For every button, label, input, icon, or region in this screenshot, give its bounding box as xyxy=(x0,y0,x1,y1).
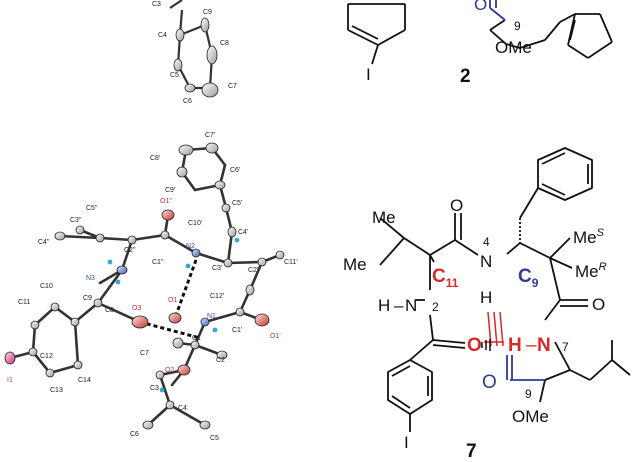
atom-label: N1 xyxy=(207,313,216,320)
o-right-amide: O xyxy=(592,295,605,314)
atom-label: C6 xyxy=(130,431,139,438)
n4-number: 4 xyxy=(483,235,490,249)
atom-label: C1 xyxy=(192,335,201,342)
atom-label: C7 xyxy=(140,350,149,357)
atom-label: C7 xyxy=(228,83,237,90)
atom-label: C4' xyxy=(238,229,248,236)
n7-number: 7 xyxy=(562,340,569,354)
n7: N xyxy=(537,335,551,356)
atom-label: C5 xyxy=(170,72,179,79)
atom-label: I1 xyxy=(7,377,13,384)
me-s: MeS xyxy=(573,227,605,247)
atom-label: C11 xyxy=(18,299,30,306)
atom-label: C6' xyxy=(230,167,240,174)
atom-label: C14 xyxy=(78,377,91,384)
h-n7: H xyxy=(508,335,522,356)
iodo-7: I xyxy=(404,433,409,452)
atom-label: C5" xyxy=(86,205,98,212)
atom-label: C8 xyxy=(105,307,114,314)
atom-label: C2" xyxy=(124,247,136,254)
atom-label: N3 xyxy=(86,275,95,282)
c9-main: C xyxy=(518,266,532,287)
ortep-top-labels: C3 C9 C4 C8 C5 C7 C6 xyxy=(152,1,237,105)
compound-7-blue-bonds xyxy=(506,355,545,381)
n4: N xyxy=(480,252,492,271)
o-top-amide: O xyxy=(450,196,463,215)
ortep-bottom-ellipsoids xyxy=(4,142,285,430)
c11-main: C xyxy=(432,266,446,287)
atom-label: C2' xyxy=(248,267,258,274)
ester-ome: OMe xyxy=(512,407,549,426)
ester-number: 9 xyxy=(525,387,532,401)
me-left: Me xyxy=(343,255,367,274)
o-ester: O xyxy=(482,372,497,393)
me-top: Me xyxy=(372,208,396,227)
o-benzoyl: O xyxy=(467,335,482,356)
atom-label: C10' xyxy=(188,220,202,227)
me-s-sup: S xyxy=(597,227,605,239)
c11-label: C11 xyxy=(432,266,459,290)
atom-label: C5' xyxy=(232,200,242,207)
atom-label: N2 xyxy=(186,243,195,250)
n2-number: 2 xyxy=(432,300,439,314)
atom-label: C3" xyxy=(70,217,82,224)
hydrogen-bond-lines xyxy=(139,259,201,340)
h-n2: H xyxy=(378,296,390,315)
atom-label: C2 xyxy=(216,357,225,364)
atom-label: C12 xyxy=(40,353,53,360)
compound-2-oxygen: O xyxy=(474,0,487,14)
compound-2-blue-bonds xyxy=(489,0,506,21)
atom-label: O1 xyxy=(168,297,177,304)
compound-2-number: 2 xyxy=(460,66,471,87)
atom-label: O1" xyxy=(160,198,172,205)
atom-label: C11' xyxy=(284,259,298,266)
me-r: MeR xyxy=(575,261,607,281)
compound-2-ring-number: 9 xyxy=(514,19,521,33)
atom-label: C4 xyxy=(158,32,167,39)
h-n4: H xyxy=(480,288,492,307)
compound-7-hydrogen-bonds xyxy=(484,311,504,347)
compound-7-bonds xyxy=(379,147,631,432)
atom-label: C1' xyxy=(232,327,242,334)
atom-label: C3 xyxy=(150,385,159,392)
ortep-top-ellipsoids xyxy=(173,17,219,98)
c11-sub: 11 xyxy=(446,276,459,290)
compound-7-hash-bond xyxy=(481,339,491,351)
c9-label: C9 xyxy=(518,266,539,290)
atom-label: C9 xyxy=(203,9,212,16)
atom-label: C4" xyxy=(38,239,50,246)
atom-label: C9' xyxy=(165,187,175,194)
atom-label: C12' xyxy=(210,293,224,300)
atom-label: C1" xyxy=(152,259,164,266)
atom-label: C6 xyxy=(183,98,192,105)
atom-label: C3 xyxy=(152,1,161,8)
atom-label: C7' xyxy=(205,132,215,139)
compound-2-bonds xyxy=(347,3,613,65)
atom-label: C8 xyxy=(220,40,229,47)
compound-2-iodo: I xyxy=(366,65,371,84)
atom-label: C8' xyxy=(150,155,160,162)
atom-label: C3' xyxy=(212,265,222,272)
atom-label: C4 xyxy=(178,405,187,412)
h-n7-dash: – xyxy=(526,335,537,356)
n2: N xyxy=(405,296,417,315)
me-r-sup: R xyxy=(599,261,607,273)
atom-label: C10 xyxy=(40,283,53,290)
atom-label: C9 xyxy=(83,295,92,302)
atom-label: C13 xyxy=(50,387,63,394)
ortep-bottom-labels: C8' C7' C6' C9' C5' O1" C10' C5" C4' C3"… xyxy=(7,132,298,442)
atom-label: O3 xyxy=(132,305,141,312)
c9-sub: 9 xyxy=(532,276,539,290)
atom-label: O2 xyxy=(165,367,174,374)
atom-label: C5 xyxy=(210,435,219,442)
me-s-main: Me xyxy=(573,228,597,247)
compound-2-ester: OMe xyxy=(495,38,532,57)
n2-dash: – xyxy=(394,296,404,315)
me-r-main: Me xyxy=(575,262,599,281)
atom-label: O1' xyxy=(270,333,281,340)
compound-7-number: 7 xyxy=(466,441,477,462)
